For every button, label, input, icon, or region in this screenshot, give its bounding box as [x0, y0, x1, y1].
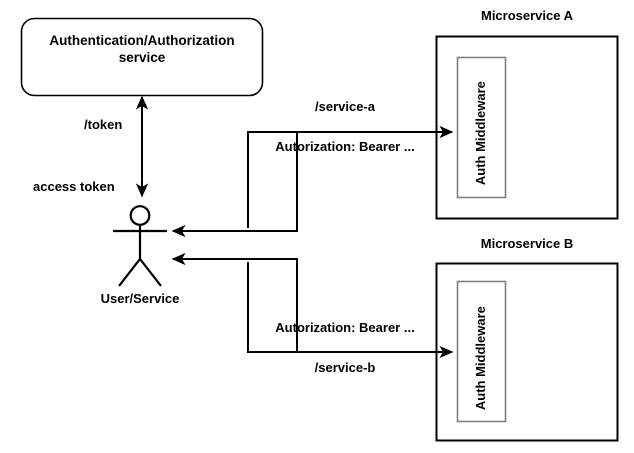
authorization-header-b-label: Autorization: Bearer ... [275, 320, 415, 335]
request-path-service-a [247, 125, 454, 228]
response-path-service-a [171, 132, 298, 238]
actor-head [129, 205, 151, 226]
access-token-edge-label: access token [33, 179, 115, 194]
service-b-path-label: /service-b [314, 360, 376, 375]
token-edge-label: /token [84, 117, 123, 132]
auth-service-label: Authentication/Authorization service [49, 33, 235, 65]
actor-label: User/Service [100, 291, 180, 306]
actor-leg-right [139, 258, 162, 287]
auth-service-box [20, 17, 264, 97]
microservice-b-title: Microservice B [480, 236, 574, 251]
authorization-header-a-label: Autorization: Bearer ... [275, 139, 415, 154]
actor-stick-figure [113, 205, 167, 287]
auth-middleware-b-label: Auth Middleware [472, 306, 488, 411]
service-a-path-label: /service-a [315, 99, 375, 114]
auth-middleware-a-label: Auth Middleware [472, 81, 488, 186]
auth-middleware-a-box [456, 56, 507, 199]
actor-leg-left [118, 258, 141, 287]
request-path-service-b [247, 262, 454, 359]
auth-middleware-b-box [456, 280, 507, 423]
microservice-a-title: Microservice A [480, 8, 573, 23]
response-path-service-b [171, 252, 298, 352]
